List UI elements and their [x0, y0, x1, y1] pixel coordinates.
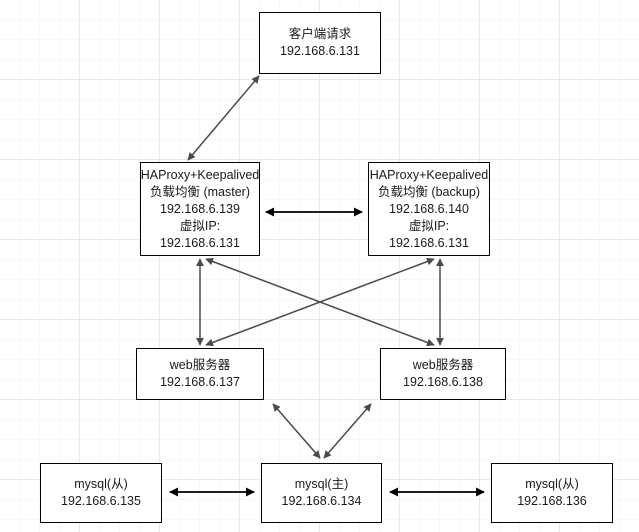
- node-mysql-master[interactable]: mysql(主) 192.168.6.134: [261, 463, 382, 523]
- node-mysql-slave-right[interactable]: mysql(从) 192.168.136: [491, 463, 613, 523]
- node-haproxy-backup-line-5: 192.168.6.131: [389, 235, 469, 250]
- node-mysql-master-line-1: mysql(主): [294, 477, 349, 491]
- node-haproxy-master-line-4: 虚拟IP:: [179, 218, 221, 233]
- node-haproxy-master-line-2: 负载均衡 (master): [149, 184, 250, 199]
- node-haproxy-master-line-5: 192.168.6.131: [160, 235, 240, 250]
- node-mysql-slave-right-line-2: 192.168.136: [517, 494, 587, 508]
- edge-haproxy-backup-to-web-server-1: [205, 257, 435, 347]
- node-mysql-slave-left[interactable]: mysql(从) 192.168.6.135: [40, 463, 162, 523]
- node-haproxy-backup-line-4: 虚拟IP:: [408, 218, 450, 233]
- node-haproxy-backup-line-3: 192.168.6.140: [389, 201, 469, 216]
- node-mysql-slave-left-line-1: mysql(从): [74, 477, 128, 491]
- node-haproxy-backup[interactable]: HAProxy+Keepalived 负载均衡 (backup) 192.168…: [368, 162, 490, 256]
- node-web-server-2-line-2: 192.168.6.138: [403, 375, 483, 389]
- node-mysql-slave-left-line-2: 192.168.6.135: [61, 494, 141, 508]
- node-mysql-master-line-2: 192.168.6.134: [281, 494, 362, 508]
- node-client-line-2: 192.168.6.131: [280, 44, 360, 58]
- node-web-server-2-line-1: web服务器: [412, 358, 474, 372]
- node-haproxy-backup-line-1: HAProxy+Keepalived: [369, 167, 489, 182]
- node-haproxy-master-line-1: HAProxy+Keepalived: [140, 167, 260, 182]
- edge-client-to-haproxy-master: [187, 75, 260, 161]
- node-client-line-1: 客户端请求: [288, 27, 352, 41]
- node-haproxy-master[interactable]: HAProxy+Keepalived 负载均衡 (master) 192.168…: [140, 162, 260, 256]
- node-web-server-1[interactable]: web服务器 192.168.6.137: [136, 348, 264, 400]
- edge-web-server-1-to-mysql-master: [272, 403, 321, 459]
- node-web-server-1-line-2: 192.168.6.137: [160, 375, 240, 389]
- node-web-server-2[interactable]: web服务器 192.168.6.138: [380, 348, 506, 400]
- edge-web-server-2-to-mysql-master: [323, 403, 372, 459]
- node-web-server-1-line-1: web服务器: [169, 358, 231, 372]
- node-haproxy-backup-line-2: 负载均衡 (backup): [377, 184, 481, 199]
- node-haproxy-master-line-3: 192.168.6.139: [160, 201, 240, 216]
- node-client[interactable]: 客户端请求 192.168.6.131: [259, 12, 381, 74]
- node-mysql-slave-right-line-1: mysql(从): [525, 477, 579, 491]
